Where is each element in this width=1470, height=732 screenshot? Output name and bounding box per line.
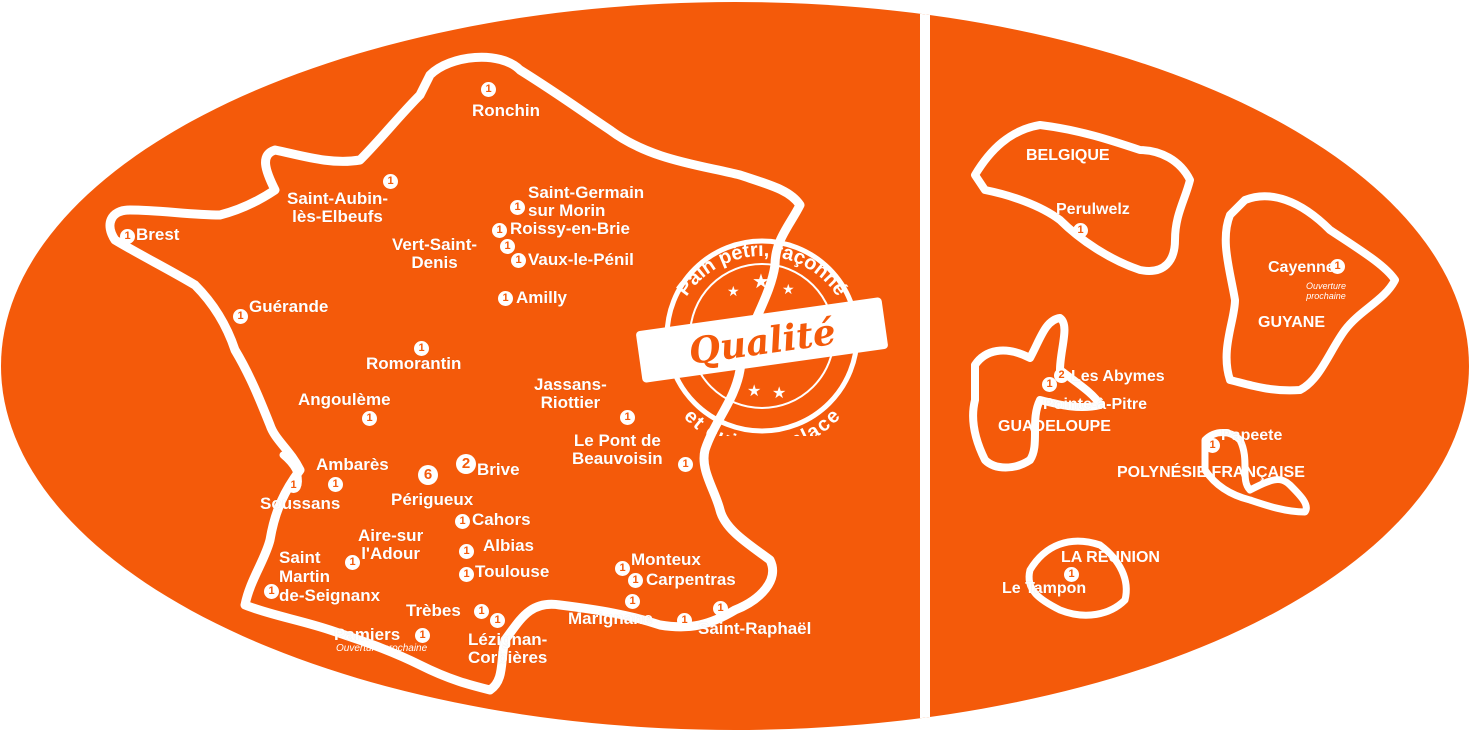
reunion-outline (1025, 537, 1130, 619)
city-pamiers[interactable]: Pamiers (334, 625, 401, 644)
opening-note: Ouverture prochaine (336, 643, 428, 654)
count-badge: 2 (1054, 368, 1069, 383)
count-badge: 1 (1042, 377, 1057, 392)
city-saint-aubin[interactable]: Saint-Aubin- lès-Elbeufs (287, 189, 389, 226)
stamp-stars: ★ ★ ★ ★ ★ (727, 269, 795, 402)
city-roissy[interactable]: Roissy-en-Brie (510, 219, 630, 238)
region-polynesie: POLYNÉSIE FRANÇAISE (1117, 464, 1305, 481)
city-angouleme[interactable]: Angoulème (298, 390, 391, 409)
region-guyane: GUYANE (1258, 314, 1325, 331)
count-badge: 1 (474, 604, 489, 619)
svg-text:★: ★ (782, 282, 795, 298)
city-trebes[interactable]: Trèbes (406, 601, 461, 620)
count-badge: 1 (498, 291, 513, 306)
city-soussans[interactable]: Soussans (260, 494, 341, 513)
city-brive[interactable]: Brive (477, 460, 520, 479)
count-badge: 1 (233, 309, 248, 324)
svg-text:★: ★ (747, 381, 761, 400)
count-badge: 1 (677, 613, 692, 628)
count-badge: 1 (1330, 259, 1345, 274)
count-badge: 1 (625, 594, 640, 609)
city-papeete[interactable]: Papeete (1221, 427, 1283, 444)
count-badge: 1 (628, 573, 643, 588)
city-ronchin[interactable]: Ronchin (472, 101, 540, 120)
count-badge: 1 (328, 477, 343, 492)
city-brest[interactable]: Brest (136, 225, 180, 244)
count-badge: 1 (120, 229, 135, 244)
city-vert-saint-denis[interactable]: Vert-Saint- Denis (392, 235, 478, 272)
region-reunion: LA RÉUNION (1061, 549, 1160, 566)
count-badge: 1 (459, 567, 474, 582)
city-marignane[interactable]: Marignane (568, 609, 654, 628)
city-amilly[interactable]: Amilly (516, 288, 568, 307)
city-cahors[interactable]: Cahors (472, 510, 531, 529)
city-ambares[interactable]: Ambarès (316, 455, 389, 474)
belgique-outline (971, 121, 1194, 275)
opening-note: Ouverture prochaine (1306, 281, 1347, 301)
count-badge: 1 (620, 410, 635, 425)
city-le-tampon[interactable]: Le Tampon (1002, 580, 1087, 597)
count-badge: 1 (1064, 567, 1079, 582)
count-badge: 1 (459, 544, 474, 559)
count-badge: 1 (1205, 438, 1220, 453)
city-perigueux[interactable]: Périgueux (391, 490, 474, 509)
city-aire[interactable]: Aire-sur l'Adour (358, 526, 424, 563)
region-belgique: BELGIQUE (1026, 147, 1110, 164)
count-badge: 1 (264, 584, 279, 599)
city-monteux[interactable]: Monteux (631, 550, 701, 569)
city-guerande[interactable]: Guérande (249, 297, 329, 316)
city-cayenne[interactable]: Cayenne (1268, 259, 1335, 276)
polynesie-outline (1201, 429, 1310, 516)
count-badge: 2 (456, 454, 476, 474)
city-les-abymes[interactable]: Les Abymes (1071, 368, 1165, 385)
guadeloupe-outline (969, 314, 1104, 472)
france-outline (105, 52, 805, 695)
city-perulwelz[interactable]: Perulwelz (1056, 201, 1130, 218)
city-lezignan[interactable]: Lézignan- Corbières (468, 630, 548, 667)
count-badge: 1 (678, 457, 693, 472)
city-pont-beauvoisin[interactable]: Le Pont de Beauvoisin (572, 431, 663, 468)
count-badge: 1 (500, 239, 515, 254)
city-toulouse[interactable]: Toulouse (475, 562, 550, 581)
count-badge: 1 (286, 478, 301, 493)
city-romorantin[interactable]: Romorantin (366, 354, 462, 373)
count-badge: 1 (362, 411, 377, 426)
divider (920, 2, 930, 730)
count-badge: 1 (1073, 223, 1088, 238)
count-badge: 1 (455, 514, 470, 529)
count-badge: 1 (415, 628, 430, 643)
city-carpentras[interactable]: Carpentras (646, 570, 736, 589)
count-badge: 1 (481, 82, 496, 97)
svg-text:★: ★ (727, 284, 740, 300)
city-albias[interactable]: Albias (483, 536, 535, 555)
city-saint-raphael[interactable]: Saint-Raphaël (698, 619, 812, 638)
count-badge: 1 (511, 253, 526, 268)
city-vaux[interactable]: Vaux-le-Pénil (528, 250, 634, 269)
city-pointe-a-pitre[interactable]: Pointe-à-Pitre (1043, 396, 1148, 413)
region-guadeloupe: GUADELOUPE (998, 418, 1111, 435)
svg-text:★: ★ (752, 269, 770, 293)
qualite-stamp: Pain pétri, façonné et cuit sur place Qu… (636, 238, 888, 436)
city-saint-martin[interactable]: Saint Martin de-Seignanx (279, 548, 381, 605)
count-badge: 1 (383, 174, 398, 189)
count-badge: 1 (713, 601, 728, 616)
guyane-outline (1221, 192, 1399, 395)
count-badge: 6 (418, 465, 438, 485)
count-badge: 1 (414, 341, 429, 356)
svg-text:★: ★ (772, 383, 786, 402)
count-badge: 1 (345, 555, 360, 570)
count-badge: 1 (615, 561, 630, 576)
city-jassans[interactable]: Jassans- Riottier (534, 375, 607, 412)
count-badge: 1 (510, 200, 525, 215)
count-badge: 1 (490, 613, 505, 628)
count-badge: 1 (492, 223, 507, 238)
city-saint-germain[interactable]: Saint-Germain sur Morin (528, 183, 645, 220)
